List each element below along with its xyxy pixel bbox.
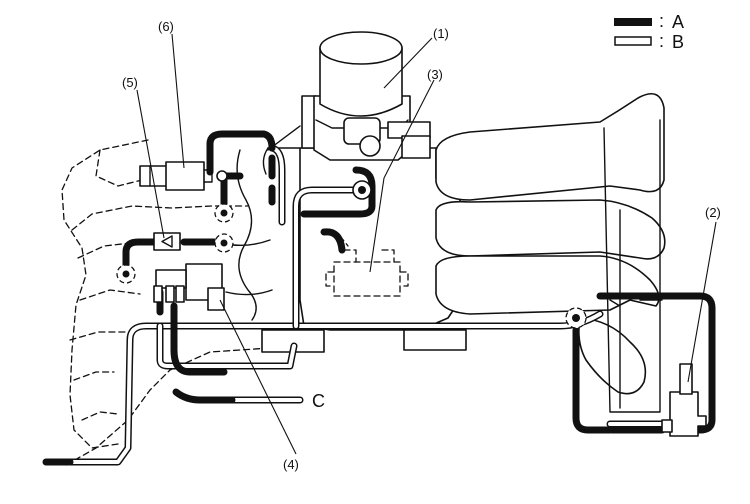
callout-2: (2) [705,205,721,220]
component-4-valve-block [153,263,225,311]
fitting-4 [565,307,587,329]
fitting-3 [116,264,136,284]
legend-label-a: A [672,12,684,32]
legend-label-b: B [672,32,684,52]
throttle-body [267,31,431,161]
intake-runner-2 [435,199,666,260]
leader-lines [136,33,717,455]
fitting-2 [214,233,234,253]
legend: : A : B [614,11,684,52]
component-3-dashed [325,235,409,297]
legend-swatch-a [614,18,652,26]
intake-runner-4 [578,317,647,395]
component-5-valve [153,232,181,251]
hose-end-label-c: C [312,391,325,411]
legend-sep-a: : [659,11,664,31]
callout-labels: (1) (2) (3) (4) (5) (6) C [122,19,721,472]
callout-6: (6) [158,19,174,34]
intake-manifold [225,92,666,413]
hose-fittings [116,170,587,329]
callout-3: (3) [427,67,443,82]
fitting-6 [216,170,228,182]
fitting-5 [352,180,372,200]
callout-1: (1) [433,26,449,41]
component-6-solenoid [139,161,213,191]
callout-5: (5) [122,75,138,90]
hose-a [42,130,716,466]
legend-swatch-b [614,36,652,46]
legend-sep-b: : [659,31,664,51]
fitting-1 [214,203,234,223]
intake-runner-3 [435,255,660,315]
intake-runner-1 [435,92,665,201]
component-2-sensor [661,363,707,437]
callout-4: (4) [283,457,299,472]
